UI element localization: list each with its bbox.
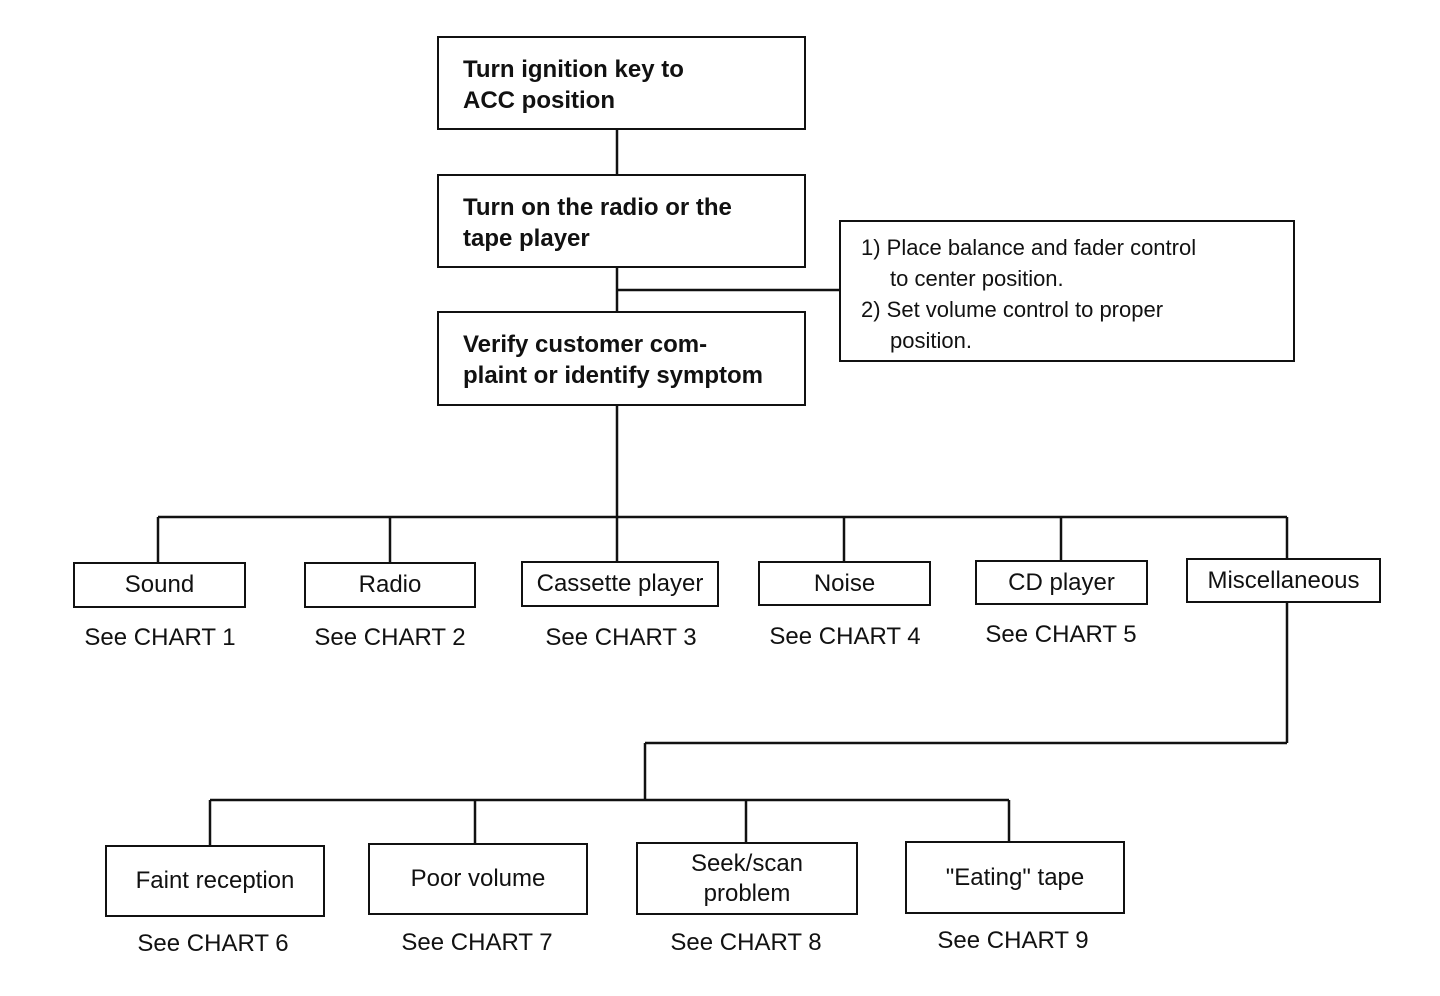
note-line: to center position. (890, 266, 1064, 291)
step-text-line: Turn on the radio or the (463, 194, 732, 221)
step-text-line: tape player (463, 225, 590, 252)
category-label: Sound (124, 571, 195, 598)
step-text-line: plaint or identify symptom (463, 362, 764, 389)
step-text-line: Verify customer com- (463, 331, 708, 358)
category-sound-box: Sound (73, 562, 246, 608)
category-noise-box: Noise (758, 561, 931, 606)
note-box: 1) Place balance and fader control to ce… (839, 220, 1295, 362)
category-label: Miscellaneous (1207, 566, 1360, 594)
step-verify-box: Verify customer com- plaint or identify … (437, 311, 806, 406)
misc-seek-box: Seek/scan problem (636, 842, 858, 915)
misc-label: "Eating" tape (945, 863, 1085, 891)
misc-faint-box: Faint reception (105, 845, 325, 917)
step-ignition-box: Turn ignition key to ACC position (437, 36, 806, 130)
misc-label: Seek/scan (690, 849, 804, 877)
category-cd-box: CD player (975, 560, 1148, 605)
chart-ref-9: See CHART 9 (937, 927, 1089, 954)
category-label: CD player (1008, 568, 1115, 596)
chart-ref-5: See CHART 5 (985, 621, 1137, 648)
chart-ref-6: See CHART 6 (137, 930, 289, 957)
misc-label: Faint reception (135, 867, 295, 894)
category-radio-box: Radio (304, 562, 476, 608)
category-label: Radio (358, 571, 422, 598)
misc-label: Poor volume (410, 865, 546, 892)
note-line: 1) Place balance and fader control (861, 235, 1197, 260)
chart-ref-8: See CHART 8 (670, 929, 822, 956)
step-radio-box: Turn on the radio or the tape player (437, 174, 806, 268)
chart-ref-7: See CHART 7 (401, 929, 553, 956)
misc-poor-box: Poor volume (368, 843, 588, 915)
chart-ref-2: See CHART 2 (314, 624, 466, 651)
step-text-line: ACC position (463, 87, 615, 114)
misc-label: problem (703, 879, 791, 907)
note-line: 2) Set volume control to proper (861, 297, 1164, 322)
chart-ref-3: See CHART 3 (545, 624, 697, 651)
misc-eating-box: "Eating" tape (905, 841, 1125, 914)
category-cassette-box: Cassette player (521, 561, 719, 607)
chart-ref-4: See CHART 4 (769, 623, 921, 650)
note-line: position. (890, 328, 972, 353)
category-label: Cassette player (536, 570, 704, 597)
category-label: Noise (813, 569, 876, 597)
step-text-line: Turn ignition key to (463, 56, 684, 83)
chart-ref-1: See CHART 1 (84, 624, 236, 651)
category-misc-box: Miscellaneous (1186, 558, 1381, 603)
